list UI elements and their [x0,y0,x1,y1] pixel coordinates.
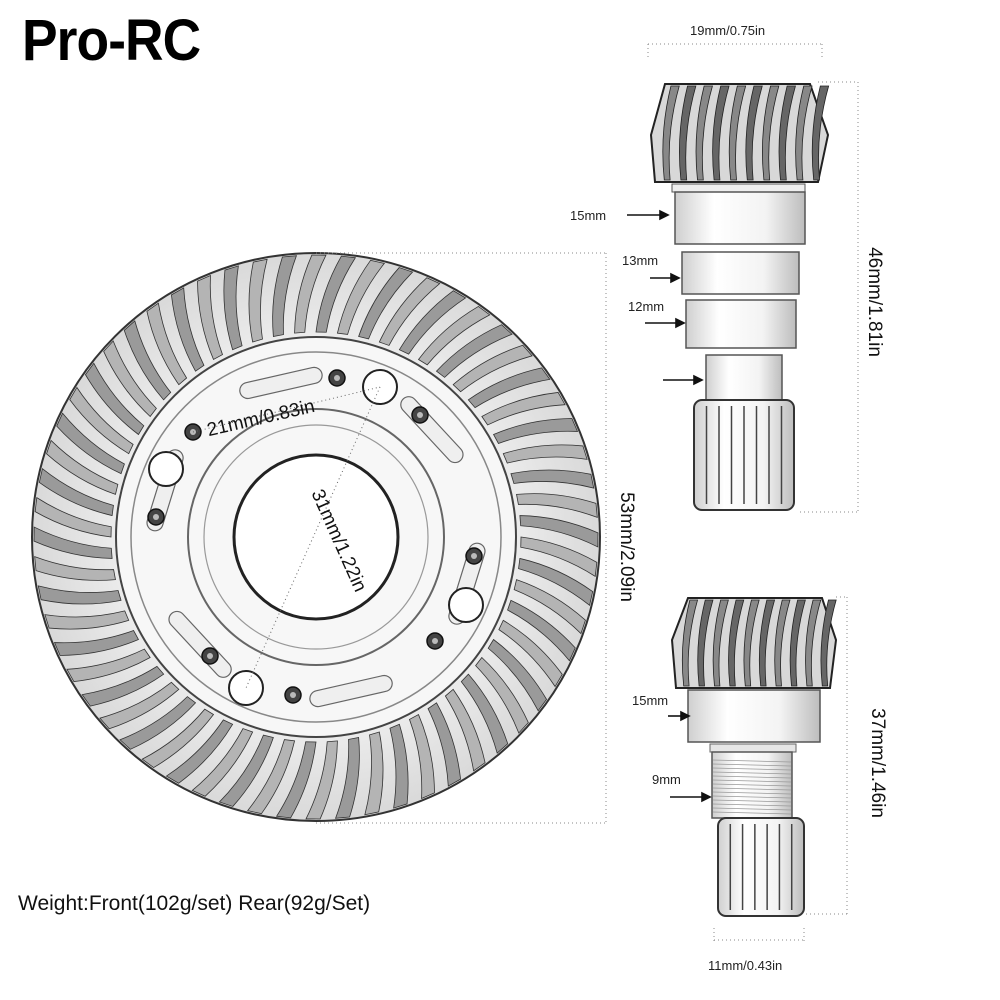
top-pinion-dimension-lines [647,43,859,513]
top-pinion-length-label: 46mm/1.81in [864,247,885,357]
bottom-pinion-width-label: 11mm/0.43in [708,958,783,973]
ring-gear [31,252,601,822]
ring-outer-label: 53mm/2.09in [616,492,637,602]
top-pinion-width-label: 19mm/0.75in [690,23,766,38]
top-step-1-label: 15mm [570,208,607,223]
brand-logo: Pro-RC [22,8,201,73]
top-step-2-label: 13mm [622,253,659,268]
bottom-pinion-dimension-lines [713,596,848,944]
bottom-pinion-length-label: 37mm/1.46in [867,708,888,818]
top-step-3-label: 12mm [628,299,665,314]
ring-outer-dimension-lines [316,252,607,824]
bottom-step-1-label: 15mm [632,693,669,708]
bottom-pinion [670,597,838,917]
weight-info: Weight:Front(102g/set) Rear(92g/Set) [18,892,371,915]
top-pinion [649,83,830,511]
top-pinion-arrows [627,209,704,386]
bottom-pinion-arrows [668,710,712,803]
ring-gear-teeth [33,254,599,820]
bottom-step-2-label: 9mm [652,772,681,787]
